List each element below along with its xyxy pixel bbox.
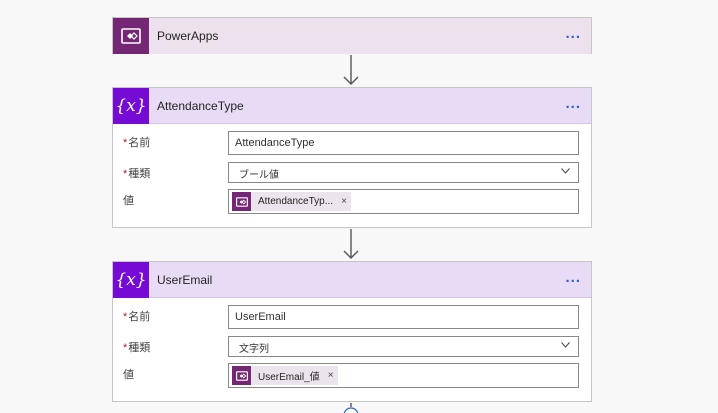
name-label: *名前 [123,137,151,149]
useremail-variable-card[interactable]: {x} UserEmail ... *名前 UserEmail *種類 文字列 … [112,261,592,402]
name-input[interactable]: AttendanceType [228,131,579,155]
required-marker: * [123,137,128,149]
chevron-down-icon [561,342,570,348]
token-label: AttendanceTyp... [258,196,334,207]
powerapps-icon [232,192,251,211]
type-label: *種類 [123,342,151,354]
variable-icon: {x} [113,87,149,124]
token-label: UserEmail_値 [258,372,320,383]
name-label: *名前 [123,311,151,323]
token-remove-button[interactable]: × [327,370,334,381]
arrow-down-icon [343,55,359,85]
type-label: *種類 [123,168,151,180]
token-remove-button[interactable]: × [341,196,347,207]
add-step-button[interactable] [343,403,359,413]
attendance-card-header[interactable]: {x} AttendanceType ... [113,87,591,124]
powerapps-card[interactable]: PowerApps ... [112,17,592,54]
value-input[interactable]: AttendanceTyp... × [228,189,579,214]
type-select[interactable]: ブール値 [228,162,579,183]
required-marker: * [123,342,128,354]
variable-icon: {x} [113,261,149,298]
type-select-value: 文字列 [239,344,269,355]
powerapps-card-header[interactable]: PowerApps ... [113,18,591,54]
chevron-down-icon [561,168,570,174]
attendance-variable-card[interactable]: {x} AttendanceType ... *名前 AttendanceTyp… [112,87,592,228]
value-input[interactable]: UserEmail_値 × [228,363,579,388]
more-options-button[interactable]: ... [565,269,581,286]
value-label: 値 [123,369,134,381]
arrow-down-icon [343,229,359,259]
dynamic-content-token[interactable]: UserEmail_値 × [232,366,338,385]
more-options-button[interactable]: ... [565,25,581,42]
dynamic-content-token[interactable]: AttendanceTyp... × [232,192,351,211]
useremail-card-header[interactable]: {x} UserEmail ... [113,261,591,298]
required-marker: * [123,168,128,180]
powerapps-icon [232,366,251,385]
value-label: 値 [123,195,134,207]
name-input[interactable]: UserEmail [228,305,579,329]
card-title: AttendanceType [157,98,244,113]
required-marker: * [123,311,128,323]
card-title: UserEmail [157,272,213,287]
more-options-button[interactable]: ... [565,95,581,112]
powerapps-icon [113,18,149,54]
type-select[interactable]: 文字列 [228,336,579,357]
card-title: PowerApps [157,29,219,43]
type-select-value: ブール値 [239,170,279,181]
